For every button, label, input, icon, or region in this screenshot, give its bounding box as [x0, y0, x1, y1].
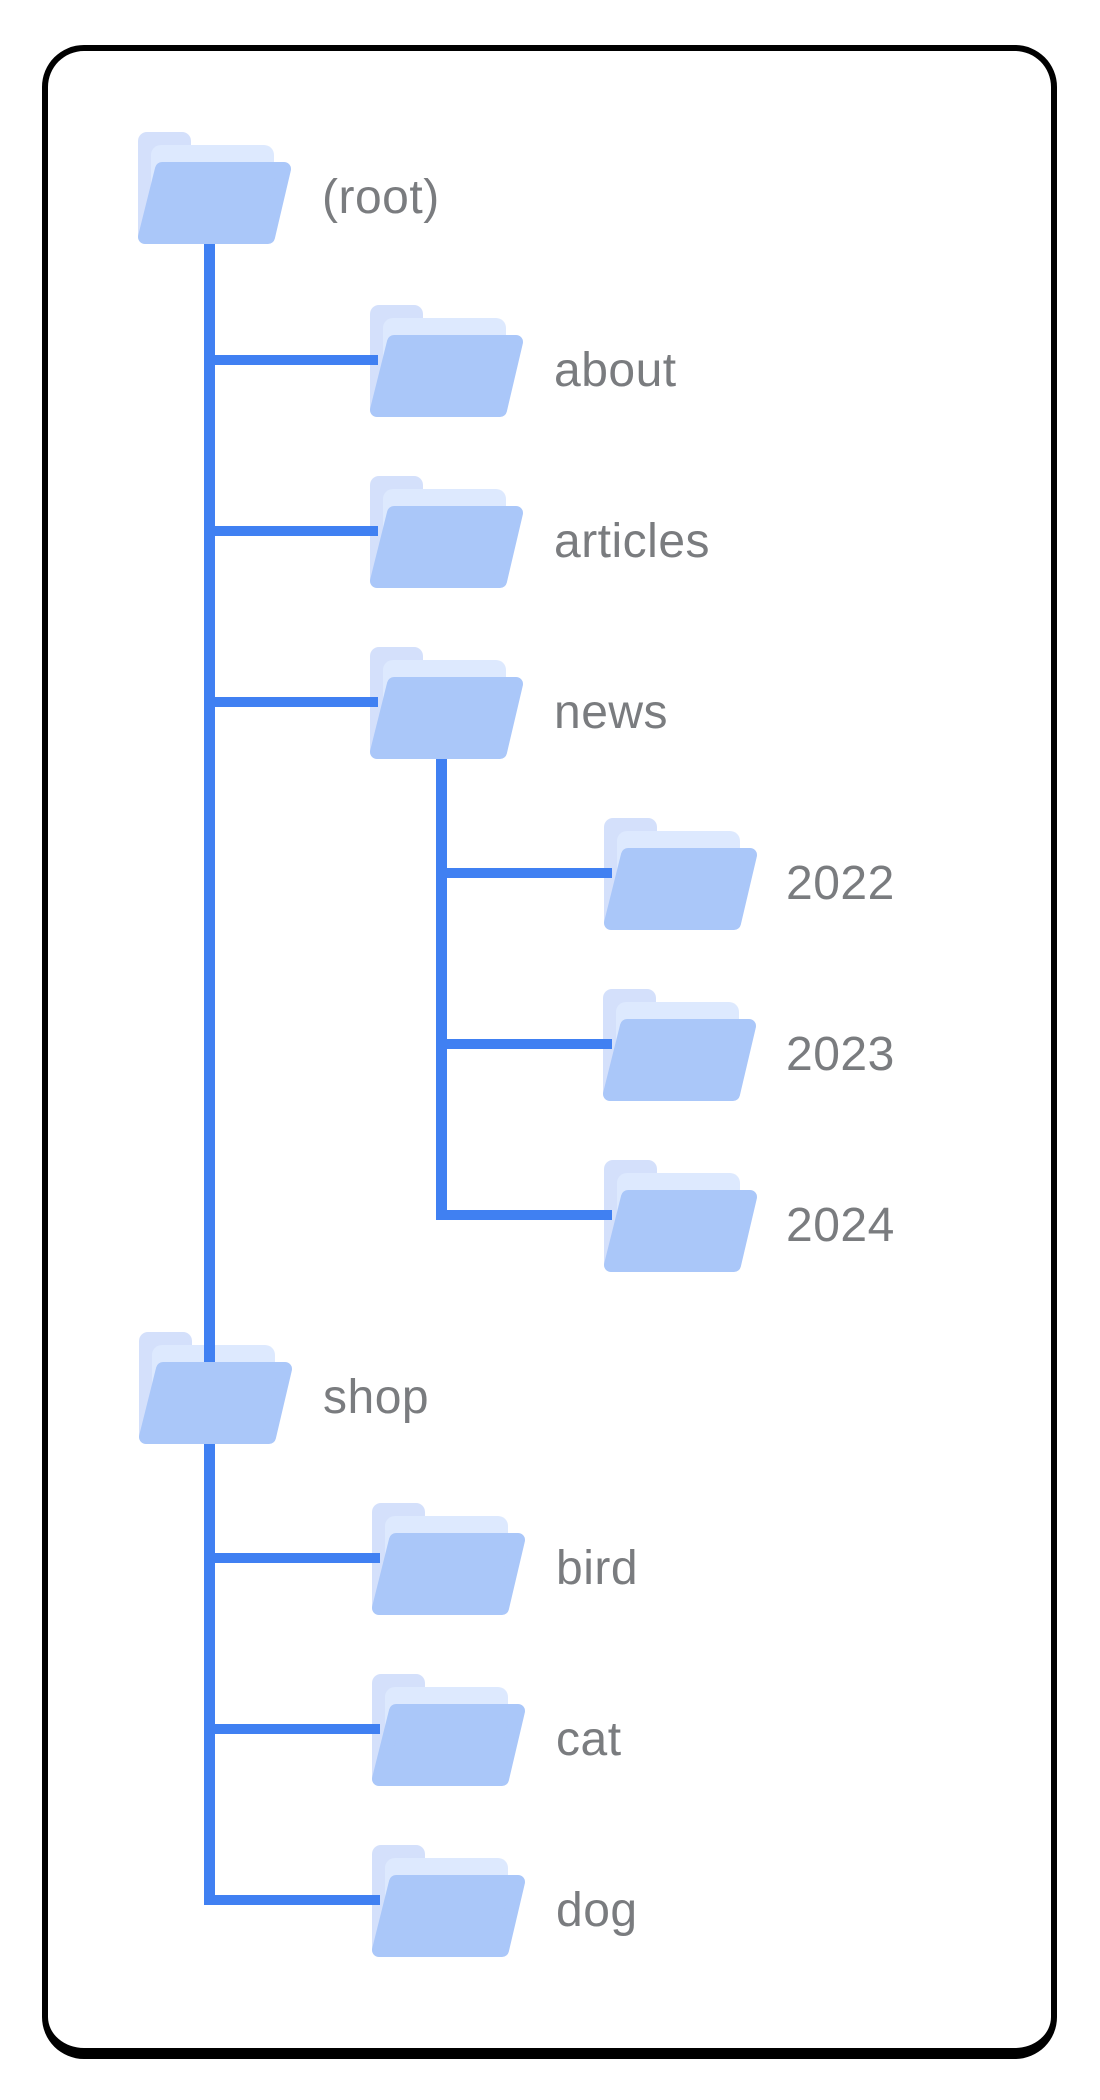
node-label-2023: 2023 [786, 1028, 895, 1081]
tree-node-2023 [603, 989, 756, 1101]
node-label-cat: cat [556, 1713, 622, 1766]
folder-icon-front [138, 132, 291, 244]
node-label-2024: 2024 [786, 1199, 895, 1252]
root-trunk-line [204, 238, 215, 1904]
connector-line-about [204, 355, 378, 365]
folder-icon-front [372, 1674, 525, 1786]
tree-node-about [370, 305, 523, 417]
connector-line-articles [204, 526, 378, 536]
folder-icon-front [370, 476, 523, 588]
folder-icon-front [139, 1332, 292, 1444]
connector-line-2023 [436, 1039, 612, 1049]
tree-node-news [370, 647, 523, 759]
node-label-shop: shop [323, 1371, 430, 1424]
node-label-root: (root) [322, 171, 440, 224]
folder-icon-front [372, 1845, 525, 1957]
folder-icon-front [370, 305, 523, 417]
folder-icon-front [603, 989, 756, 1101]
tree-node-root [138, 132, 291, 244]
tree-node-2022 [604, 818, 757, 930]
diagram-card [42, 45, 1057, 2059]
connector-line-dog [204, 1895, 380, 1905]
connector-line-news [204, 697, 378, 707]
node-label-bird: bird [556, 1542, 639, 1595]
node-label-2022: 2022 [786, 857, 895, 910]
connector-line-bird [204, 1553, 380, 1563]
folder-icon-front [604, 1160, 757, 1272]
folder-icon-front [372, 1503, 525, 1615]
node-label-news: news [554, 686, 669, 739]
tree-node-articles [370, 476, 523, 588]
folder-icon-front [370, 647, 523, 759]
news-trunk-line [436, 752, 447, 1220]
folder-icon-front [604, 818, 757, 930]
connector-line-cat [204, 1724, 380, 1734]
tree-node-dog [372, 1845, 525, 1957]
tree-node-2024 [604, 1160, 757, 1272]
node-label-articles: articles [554, 515, 711, 568]
tree-node-shop [139, 1332, 292, 1444]
tree-node-bird [372, 1503, 525, 1615]
connector-line-2024 [436, 1210, 612, 1220]
connector-line-2022 [436, 868, 612, 878]
tree-node-cat [372, 1674, 525, 1786]
node-label-dog: dog [556, 1884, 638, 1937]
node-label-about: about [554, 344, 677, 397]
